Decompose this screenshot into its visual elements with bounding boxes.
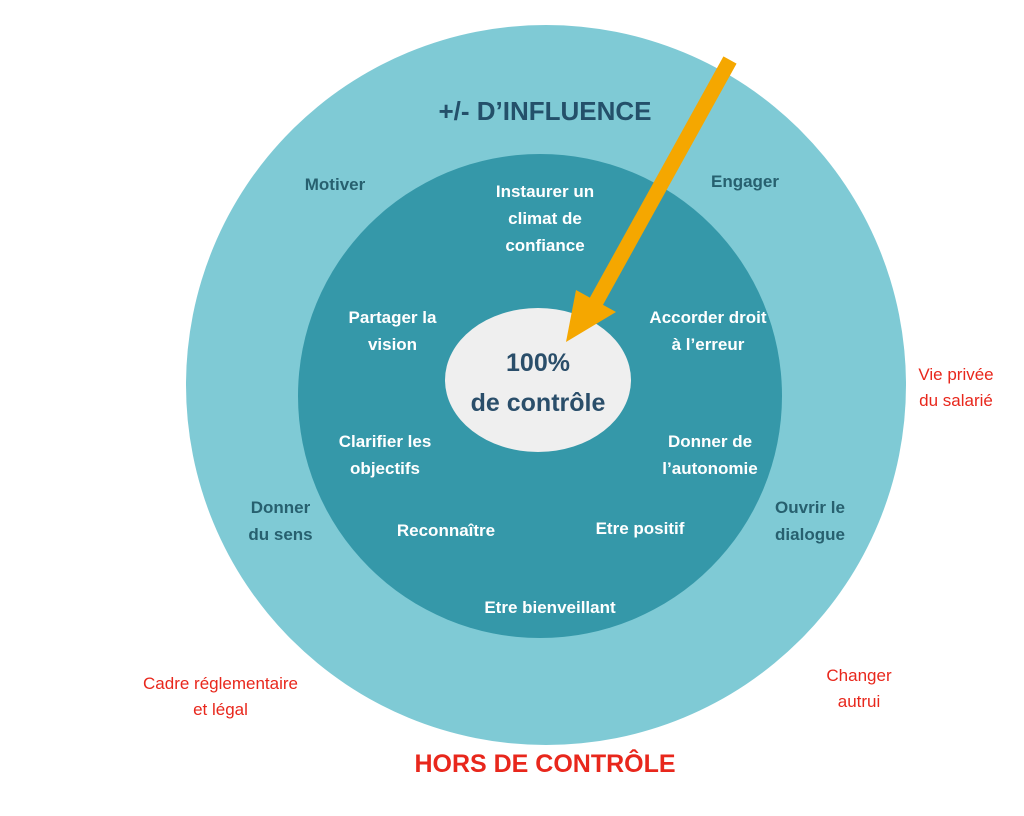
item-bienveillant: Etre bienveillant (484, 598, 616, 617)
item-donner-sens: Donner du sens (248, 498, 313, 544)
full-control-label: 100% de contrôle (448, 343, 628, 423)
center-text: de contrôle (470, 389, 606, 417)
item-vie-privee: Vie privée du salarié (918, 365, 994, 410)
item-changer-autrui: Changer autrui (826, 666, 892, 711)
arrow-down-left-icon (566, 56, 737, 342)
item-clarifier-objectifs: Clarifier les objectifs (338, 432, 432, 478)
item-climat-confiance: Instaurer un climat de confiance (495, 182, 595, 255)
item-ouvrir-dialogue: Ouvrir le dialogue (775, 498, 845, 544)
item-etre-positif: Etre positif (595, 519, 685, 538)
influence-title: +/- D’INFLUENCE (438, 96, 652, 126)
center-percent: 100% (506, 349, 570, 377)
item-autonomie: Donner de l’autonomie (662, 432, 758, 478)
item-partager-vision: Partager la vision (348, 308, 437, 354)
hors-controle-title: HORS DE CONTRÔLE (414, 750, 676, 778)
full-control-core (445, 308, 631, 452)
item-motiver: Motiver (304, 175, 366, 194)
item-engager: Engager (710, 172, 780, 191)
item-droit-erreur: Accorder droit à l’erreur (649, 308, 767, 354)
item-reconnaitre: Reconnaître (396, 521, 496, 540)
item-cadre-reglementaire: Cadre réglementaire et légal (143, 674, 298, 719)
